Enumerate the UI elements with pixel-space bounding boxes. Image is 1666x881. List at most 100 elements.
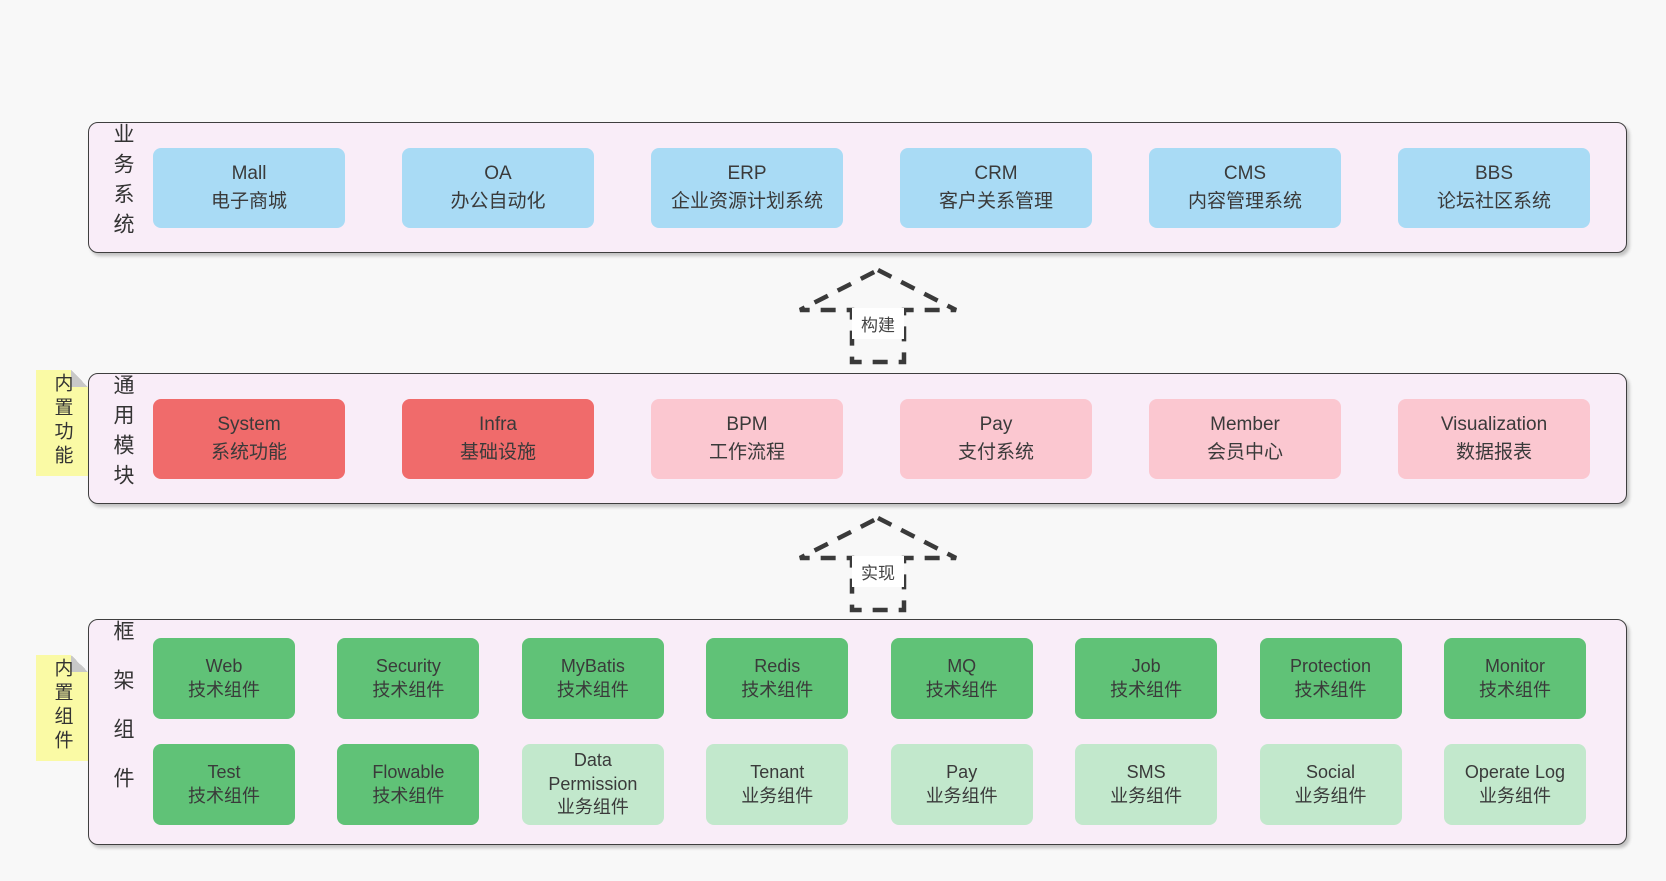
- panel-framework-components: 框架组件 Web 技术组件 Security 技术组件 MyBatis 技术组件…: [88, 619, 1627, 845]
- panel-business-systems: 业务系统 Mall 电子商城 OA 办公自动化 ERP 企业资源计划系统 CRM…: [88, 122, 1627, 253]
- node-member: Member 会员中心: [1149, 399, 1341, 479]
- node-title-en: Pay: [979, 414, 1013, 436]
- node-title-zh: 技术组件: [188, 679, 260, 700]
- sticky-tab-label: 内置功能: [51, 373, 73, 469]
- node-redis: Redis 技术组件: [706, 638, 849, 719]
- node-title-en: CRM: [974, 163, 1018, 185]
- node-title-zh: 技术组件: [1294, 679, 1367, 700]
- node-title-zh: 业务组件: [741, 785, 814, 806]
- node-title-en: Security: [375, 656, 441, 677]
- panel-label-business: 业务系统: [111, 122, 134, 243]
- node-mybatis: MyBatis 技术组件: [521, 638, 664, 719]
- arrow-up-icon: [798, 267, 958, 365]
- node-infra: Infra 基础设施: [402, 399, 594, 479]
- node-title-zh: 内容管理系统: [1187, 191, 1302, 212]
- node-title-zh: 企业资源计划系统: [670, 191, 823, 212]
- arrow-build: 构建: [790, 264, 966, 370]
- arrow-build-label: 构建: [852, 308, 904, 339]
- node-title-en: Pay: [946, 762, 978, 783]
- node-crm: CRM 客户关系管理: [900, 148, 1092, 228]
- node-bbs: BBS 论坛社区系统: [1398, 148, 1590, 228]
- panel-label-modules: 通用模块: [111, 373, 134, 494]
- node-title-en: System: [217, 414, 281, 436]
- node-pay-business: Pay 业务组件: [890, 744, 1033, 825]
- node-title-zh: 业务组件: [925, 785, 998, 806]
- panel-label-framework: 框架组件: [111, 620, 134, 816]
- node-title-zh: 数据报表: [1455, 442, 1532, 463]
- node-title-en: OA: [484, 163, 512, 185]
- node-title-zh: 电子商城: [210, 191, 287, 212]
- arrow-implement-label: 实现: [852, 556, 904, 587]
- node-operate-log: Operate Log 业务组件: [1443, 744, 1586, 825]
- panel-common-modules: 通用模块 System 系统功能 Infra 基础设施 BPM 工作流程 Pay…: [88, 373, 1627, 504]
- node-mq: MQ 技术组件: [890, 638, 1033, 719]
- node-oa: OA 办公自动化: [402, 148, 594, 228]
- node-data-permission: Data Permission 业务组件: [521, 744, 664, 825]
- node-title-zh: 技术组件: [741, 679, 814, 700]
- node-title-zh: 技术组件: [372, 785, 445, 806]
- sticky-tab-built-in-features: 内置功能: [36, 370, 88, 476]
- node-bpm: BPM 工作流程: [651, 399, 843, 479]
- node-visualization: Visualization 数据报表: [1398, 399, 1590, 479]
- node-title-en: BPM: [726, 414, 768, 436]
- node-title-en: Tenant: [750, 762, 805, 783]
- node-title-en: Test: [207, 762, 241, 783]
- business-boxes-row: Mall 电子商城 OA 办公自动化 ERP 企业资源计划系统 CRM 客户关系…: [153, 148, 1590, 228]
- node-title-zh: 会员中心: [1206, 442, 1283, 463]
- node-title-en: Monitor: [1484, 656, 1545, 677]
- node-title-en: Mall: [231, 163, 267, 185]
- node-title-en: MyBatis: [560, 656, 625, 677]
- node-title-en: Infra: [478, 414, 518, 436]
- node-title-zh: 技术组件: [556, 679, 629, 700]
- node-title-en: SMS: [1126, 762, 1166, 783]
- node-sms: SMS 业务组件: [1075, 744, 1218, 825]
- node-title-en: CMS: [1223, 163, 1267, 185]
- node-title-en: MQ: [947, 656, 977, 677]
- node-title-zh: 支付系统: [957, 442, 1034, 463]
- node-title-en: ERP: [727, 163, 767, 185]
- node-title-en: Protection: [1290, 656, 1372, 677]
- node-title-zh: 工作流程: [708, 442, 785, 463]
- node-title-zh: 业务组件: [1294, 785, 1367, 806]
- node-job: Job 技术组件: [1075, 638, 1218, 719]
- folded-corner-icon: [71, 655, 88, 672]
- node-title-zh: 业务组件: [1478, 785, 1551, 806]
- node-title-en: Data Permission: [548, 750, 638, 794]
- node-title-zh: 技术组件: [1110, 679, 1183, 700]
- node-monitor: Monitor 技术组件: [1443, 638, 1586, 719]
- sticky-tab-label: 内置组件: [51, 658, 73, 754]
- node-title-zh: 技术组件: [372, 679, 445, 700]
- node-pay: Pay 支付系统: [900, 399, 1092, 479]
- node-title-en: Redis: [754, 656, 801, 677]
- node-title-en: Job: [1131, 656, 1161, 677]
- framework-row-1: Web 技术组件 Security 技术组件 MyBatis 技术组件 Redi…: [153, 638, 1586, 719]
- node-social: Social 业务组件: [1259, 744, 1402, 825]
- node-title-en: Web: [205, 656, 243, 677]
- framework-row-2: Test 技术组件 Flowable 技术组件 Data Permission …: [153, 744, 1586, 825]
- node-web: Web 技术组件: [153, 638, 295, 719]
- node-flowable: Flowable 技术组件: [337, 744, 480, 825]
- node-protection: Protection 技术组件: [1259, 638, 1402, 719]
- arrow-up-icon: [798, 515, 958, 613]
- node-cms: CMS 内容管理系统: [1149, 148, 1341, 228]
- node-security: Security 技术组件: [337, 638, 480, 719]
- node-title-en: Social: [1306, 762, 1356, 783]
- node-title-en: Flowable: [372, 762, 445, 783]
- node-title-zh: 客户关系管理: [938, 191, 1053, 212]
- node-title-zh: 基础设施: [459, 442, 536, 463]
- node-system: System 系统功能: [153, 399, 345, 479]
- node-title-zh: 业务组件: [556, 797, 629, 818]
- node-title-zh: 技术组件: [925, 679, 998, 700]
- node-title-zh: 办公自动化: [450, 191, 546, 212]
- node-title-en: Visualization: [1440, 414, 1548, 436]
- node-title-zh: 论坛社区系统: [1436, 191, 1551, 212]
- sticky-tab-built-in-components: 内置组件: [36, 655, 88, 761]
- node-title-en: Member: [1210, 414, 1280, 436]
- node-title-en: Operate Log: [1464, 762, 1565, 783]
- node-title-zh: 业务组件: [1110, 785, 1183, 806]
- node-title-zh: 技术组件: [1478, 679, 1551, 700]
- node-title-zh: 技术组件: [188, 785, 260, 806]
- folded-corner-icon: [71, 370, 88, 387]
- node-tenant: Tenant 业务组件: [706, 744, 849, 825]
